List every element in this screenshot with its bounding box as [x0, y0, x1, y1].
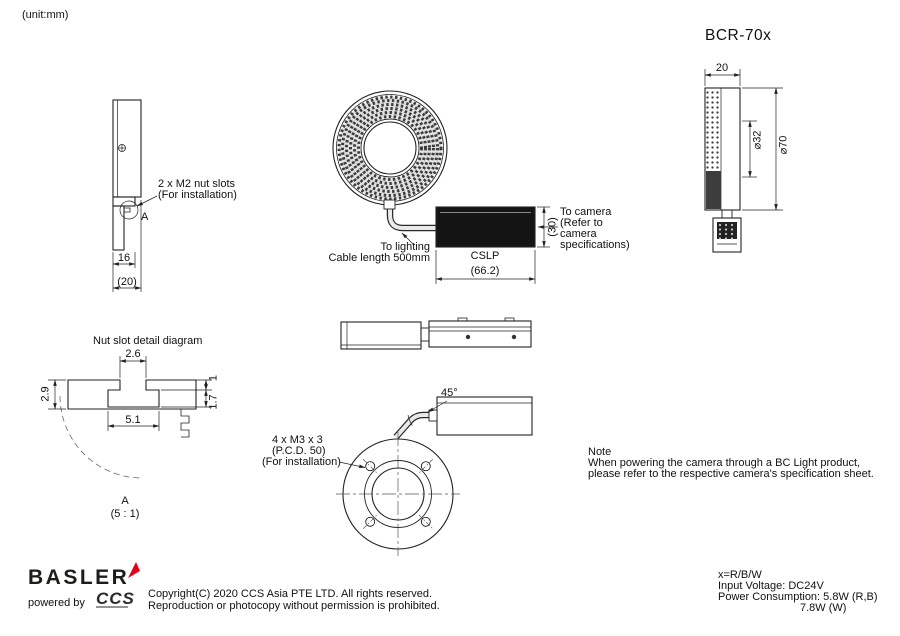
- assembly-angled-drawing: [393, 396, 533, 440]
- cable-length-label: Cable length 500mm: [328, 252, 430, 264]
- spec-variants: x=R/B/W: [718, 569, 762, 581]
- note-line1: When powering the camera through a BC Li…: [588, 457, 861, 469]
- dim-body-width: (20): [117, 276, 137, 288]
- dim-slot-opening: 2.6: [125, 348, 141, 360]
- to-camera-line2: (Refer to: [560, 217, 603, 229]
- to-camera-line1: To camera: [560, 206, 612, 218]
- detail-scale: (5 : 1): [110, 508, 140, 520]
- to-lighting-label: To lighting: [380, 241, 430, 253]
- basler-logo: BASLER: [28, 566, 130, 589]
- dim-outer-diameter: ⌀70: [777, 135, 790, 155]
- controller-label: CSLP: [470, 250, 500, 262]
- unit-label: (unit:mm): [22, 9, 69, 21]
- side-view-drawing: [112, 99, 158, 292]
- spec-input-voltage: Input Voltage: DC24V: [718, 580, 824, 592]
- front-view-drawing: [332, 90, 558, 284]
- mount-callout-line3: (For installation): [262, 456, 341, 468]
- dim-inner-diameter: ⌀32: [751, 130, 764, 150]
- dim-bracket-width: 16: [117, 252, 131, 264]
- spec-power-consumption-2: 7.8W (W): [800, 602, 847, 614]
- dim-total-depth: 2.9: [39, 386, 52, 402]
- powered-by-label: powered by: [28, 597, 85, 609]
- to-camera-line3: camera: [560, 228, 597, 240]
- model-number: BCR-70x: [705, 27, 772, 44]
- nut-slot-detail-drawing: [48, 356, 212, 479]
- copyright-line2: Reproduction or photocopy without permis…: [148, 600, 440, 612]
- dim-depth: 20: [715, 62, 729, 74]
- detail-marker-a: A: [141, 211, 149, 223]
- dim-controller-height: (30): [546, 217, 559, 237]
- ccs-logo: CCS: [96, 589, 135, 608]
- dim-opening-depth: 1: [207, 374, 220, 382]
- rear-view-drawing: [336, 432, 460, 556]
- nut-slot-detail-title: Nut slot detail diagram: [93, 335, 203, 347]
- mount-callout-line1: 4 x M3 x 3: [272, 434, 323, 446]
- mount-callout-line2: (P.C.D. 50): [272, 445, 326, 457]
- assembly-side-drawing: [340, 317, 532, 350]
- note-line2: please refer to the respective camera's …: [588, 468, 874, 480]
- right-view-drawing: [704, 69, 783, 253]
- note-title: Note: [588, 446, 612, 458]
- spec-power-consumption-1: Power Consumption: 5.8W (R,B): [718, 591, 878, 603]
- cable-angle-label: 45°: [441, 387, 458, 399]
- nut-slot-callout-line2: (For installation): [158, 189, 237, 201]
- dim-cavity-depth: 1.7: [207, 394, 220, 410]
- nut-slot-callout-line1: 2 x M2 nut slots: [158, 178, 236, 190]
- basler-logo-red-mark: [128, 562, 140, 578]
- dim-controller-width: (66.2): [470, 265, 500, 277]
- dim-cavity-width: 5.1: [125, 414, 141, 426]
- detail-label: A: [121, 495, 129, 507]
- to-camera-line4: specifications): [560, 239, 630, 251]
- copyright-line1: Copyright(C) 2020 CCS Asia PTE LTD. All …: [148, 588, 433, 600]
